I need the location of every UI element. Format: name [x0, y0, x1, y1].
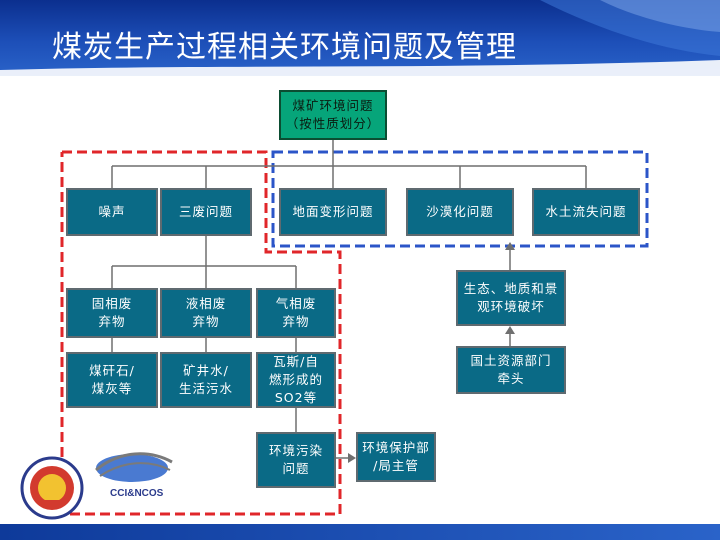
node-three-wastes: 三废问题 — [160, 188, 252, 236]
node-label: 环境保护部 /局主管 — [362, 440, 430, 473]
node-land-resources-dept: 国土资源部门 牵头 — [456, 346, 566, 394]
node-label: 固相废 弃物 — [91, 296, 133, 329]
node-desertification: 沙漠化问题 — [406, 188, 514, 236]
node-mine-water: 矿井水/ 生活污水 — [160, 352, 252, 408]
node-gas-so2: 瓦斯/自 燃形成的 SO2等 — [256, 352, 336, 408]
node-label: 矿井水/ 生活污水 — [178, 363, 233, 396]
node-label: 噪声 — [98, 204, 126, 219]
root-node-label: 煤矿环境问题 （按性质划分） — [285, 98, 381, 131]
node-label: 生态、地质和景 观环境破坏 — [463, 281, 559, 314]
node-noise: 噪声 — [66, 188, 158, 236]
node-gas-waste: 气相废 弃物 — [256, 288, 336, 338]
header-swoosh — [0, 0, 720, 76]
node-label: 液相废 弃物 — [185, 296, 227, 329]
node-label: 沙漠化问题 — [426, 204, 494, 219]
node-label: 环境污染 问题 — [268, 443, 323, 476]
node-label: 水土流失问题 — [545, 204, 627, 219]
node-label: 瓦斯/自 燃形成的 SO2等 — [268, 354, 323, 405]
node-label: 煤矸石/ 煤灰等 — [89, 363, 135, 396]
node-solid-waste: 固相废 弃物 — [66, 288, 158, 338]
footer-bar — [0, 524, 720, 540]
node-liquid-waste: 液相废 弃物 — [160, 288, 252, 338]
node-label: 地面变形问题 — [292, 204, 374, 219]
node-label: 气相废 弃物 — [275, 296, 317, 329]
node-ground-deformation: 地面变形问题 — [279, 188, 387, 236]
node-soil-erosion: 水土流失问题 — [532, 188, 640, 236]
node-ecological-damage: 生态、地质和景 观环境破坏 — [456, 270, 566, 326]
logo-text: CCI&NCOS — [110, 488, 164, 499]
cci-logo-icon — [95, 452, 173, 482]
node-coal-gangue: 煤矸石/ 煤灰等 — [66, 352, 158, 408]
emblem-icon — [20, 456, 84, 520]
root-node: 煤矿环境问题 （按性质划分） — [279, 90, 387, 140]
node-label: 三废问题 — [178, 204, 233, 219]
node-label: 国土资源部门 牵头 — [470, 353, 552, 386]
title-bar: 煤炭生产过程相关环境问题及管理 — [0, 0, 720, 76]
page-title: 煤炭生产过程相关环境问题及管理 — [52, 30, 517, 65]
node-env-protection-dept: 环境保护部 /局主管 — [356, 432, 436, 482]
blue-dashed-frame — [271, 150, 649, 248]
node-environmental-pollution: 环境污染 问题 — [256, 432, 336, 488]
